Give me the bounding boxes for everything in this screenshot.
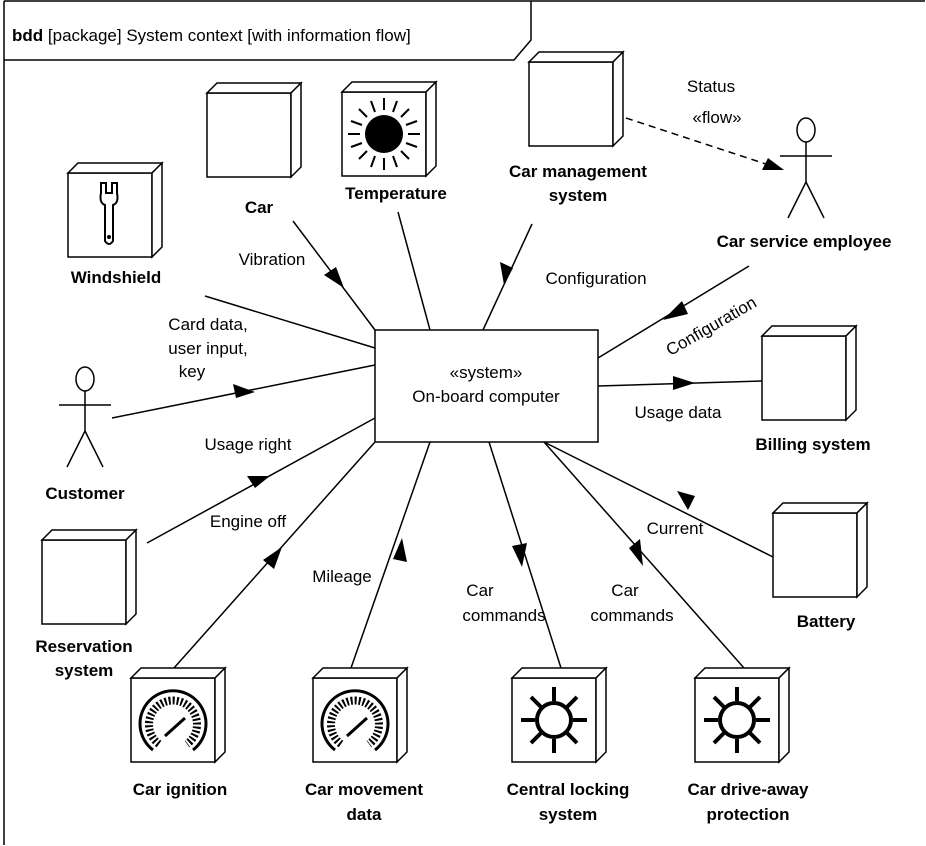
battery-label: Battery (797, 612, 856, 631)
windshield-block[interactable]: Windshield (67, 162, 163, 287)
drive-away-label-line1: Car drive-away (688, 780, 809, 799)
vibration-arrow (324, 267, 344, 288)
movement-connector (350, 441, 431, 669)
car-movement-label-line2: data (347, 805, 383, 824)
car-management-label-line2: system (549, 186, 608, 205)
configuration-mgmt-label: Configuration (545, 269, 646, 288)
car-movement-block[interactable]: Car movement data (305, 667, 423, 824)
billing-system-label: Billing system (755, 435, 870, 454)
status-flow-arrow (762, 158, 784, 170)
reservation-label-line1: Reservation (35, 637, 132, 656)
car-movement-label-line1: Car movement (305, 780, 423, 799)
car-commands-2-label-line1: Car (611, 581, 639, 600)
car-ignition-label: Car ignition (133, 780, 227, 799)
current-label: Current (647, 519, 704, 538)
system-name: On-board computer (412, 387, 560, 406)
car-commands-2-label-line2: commands (590, 606, 673, 625)
card-data-label-line1: Card data, (168, 315, 247, 334)
card-data-label-line3: key (179, 362, 206, 381)
drive-away-label-line2: protection (706, 805, 789, 824)
car-commands-1-label-line1: Car (466, 581, 494, 600)
configuration-service-label: Configuration (663, 293, 760, 360)
windshield-connector (204, 295, 376, 349)
configuration-mgmt-arrow (500, 262, 513, 285)
car-ignition-block[interactable]: Car ignition (130, 667, 227, 799)
car-block[interactable]: Car (206, 82, 302, 217)
car-label: Car (245, 198, 274, 217)
usage-data-label: Usage data (635, 403, 722, 422)
usage-right-label: Usage right (205, 435, 292, 454)
engine-off-label: Engine off (210, 512, 287, 531)
car-commands-1-label-line2: commands (462, 606, 545, 625)
system-stereotype: «system» (450, 363, 523, 382)
car-service-employee-label: Car service employee (717, 232, 892, 251)
diagram-frame: bdd [package] System context [with infor… (3, 0, 925, 845)
sun-icon (348, 98, 420, 170)
car-service-employee-actor[interactable]: Car service employee (717, 117, 892, 251)
central-locking-connector (488, 441, 562, 669)
flow-stereotype-label: «flow» (692, 108, 741, 127)
status-flow-connector (625, 117, 779, 169)
temperature-connector (397, 211, 431, 331)
battery-block[interactable]: Battery (772, 502, 868, 631)
battery-connector (543, 441, 774, 558)
frame-title: bdd [package] System context [with infor… (12, 26, 411, 45)
flow-arrowheads (233, 158, 784, 569)
central-locking-block[interactable]: Central locking system (507, 667, 630, 824)
temperature-block[interactable]: Temperature (341, 81, 447, 203)
car-management-block[interactable]: Car management system (509, 51, 647, 205)
card-data-label-line2: user input, (168, 339, 247, 358)
mileage-arrow (393, 538, 407, 562)
mileage-label: Mileage (312, 567, 372, 586)
usage-right-arrow (247, 476, 270, 488)
wrench-icon (99, 182, 119, 245)
car-commands-2-arrow (629, 539, 643, 566)
status-flow-label: Status (687, 77, 735, 96)
system-block[interactable]: «system» On-board computer (374, 329, 599, 443)
central-locking-label-line1: Central locking (507, 780, 630, 799)
customer-actor[interactable]: Customer (45, 366, 125, 503)
reservation-label-line2: system (55, 661, 114, 680)
customer-label: Customer (45, 484, 125, 503)
temperature-label: Temperature (345, 184, 447, 203)
central-locking-label-line2: system (539, 805, 598, 824)
card-data-arrow (233, 384, 255, 398)
drive-away-connector (543, 441, 745, 669)
usage-data-arrow (673, 376, 695, 390)
engine-off-arrow (263, 547, 282, 569)
car-management-label-line1: Car management (509, 162, 647, 181)
drive-away-block[interactable]: Car drive-away protection (688, 667, 809, 824)
windshield-label: Windshield (71, 268, 162, 287)
car-commands-1-arrow (512, 543, 527, 567)
configuration-service-arrow (663, 301, 688, 320)
reservation-system-block[interactable]: Reservation system (35, 529, 137, 680)
current-arrow (677, 491, 695, 510)
billing-system-block[interactable]: Billing system (755, 325, 871, 454)
vibration-label: Vibration (239, 250, 306, 269)
